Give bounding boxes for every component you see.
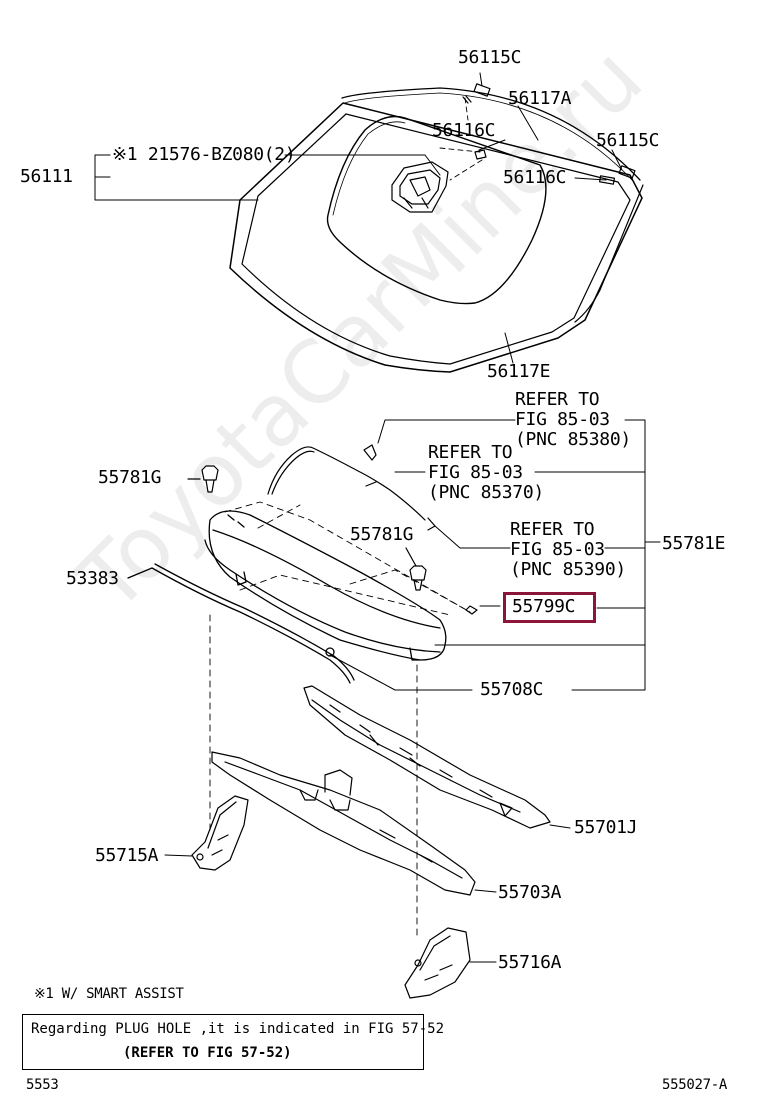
label-21576-bz080[interactable]: ※1 21576-BZ080(2) xyxy=(112,144,296,165)
glass-clips xyxy=(462,83,636,185)
clip-left xyxy=(187,465,219,493)
cowl-seal xyxy=(127,563,355,684)
cowl-panel-lower xyxy=(211,751,476,896)
ref2-line3: (PNC 85370) xyxy=(428,482,544,503)
label-56115c-right[interactable]: 56115C xyxy=(596,130,660,151)
clip-mid xyxy=(405,547,427,591)
cowl-panel-upper xyxy=(303,685,551,829)
label-56117e[interactable]: 56117E xyxy=(487,361,551,382)
note-line1: Regarding PLUG HOLE ,it is indicated in … xyxy=(31,1021,445,1037)
ref3-line1: REFER TO xyxy=(510,519,595,540)
page-number-left: 5553 xyxy=(26,1077,59,1093)
windshield-glass xyxy=(229,102,643,373)
label-55703a[interactable]: 55703A xyxy=(498,882,562,903)
ref3-line3: (PNC 85390) xyxy=(510,559,626,580)
ref2-line2[interactable]: FIG 85-03 xyxy=(428,462,523,483)
page-number-right: 555027-A xyxy=(662,1077,728,1093)
label-55715a[interactable]: 55715A xyxy=(95,845,159,866)
label-56115c-top[interactable]: 56115C xyxy=(458,47,522,68)
ref2-line1: REFER TO xyxy=(428,442,513,463)
label-56117a[interactable]: 56117A xyxy=(508,88,572,109)
bracket-right xyxy=(404,927,471,999)
windshield-upper-molding xyxy=(341,87,644,323)
sensor-bracket xyxy=(391,161,449,213)
label-55781e[interactable]: 55781E xyxy=(662,533,726,554)
ref1-line3: (PNC 85380) xyxy=(515,429,631,450)
label-55799c[interactable]: 55799C xyxy=(512,596,576,617)
footnote: ※1 W/ SMART ASSIST xyxy=(34,986,184,1002)
ref1-line2[interactable]: FIG 85-03 xyxy=(515,409,610,430)
label-56116c-right[interactable]: 56116C xyxy=(503,167,567,188)
label-56116c-top[interactable]: 56116C xyxy=(432,120,496,141)
clip-55799c xyxy=(465,605,478,615)
washer-hoses xyxy=(267,444,436,531)
label-55781g-left[interactable]: 55781G xyxy=(98,467,162,488)
ref1-line1: REFER TO xyxy=(515,389,600,410)
label-55701j[interactable]: 55701J xyxy=(574,817,638,838)
cowl-louver xyxy=(204,510,447,661)
bracket-left xyxy=(191,795,249,871)
label-55716a[interactable]: 55716A xyxy=(498,952,562,973)
label-53383[interactable]: 53383 xyxy=(66,568,119,589)
label-56111[interactable]: 56111 xyxy=(20,166,73,187)
plug-hole-note: Regarding PLUG HOLE ,it is indicated in … xyxy=(22,1014,444,1070)
ref3-line2[interactable]: FIG 85-03 xyxy=(510,539,605,560)
note-line2[interactable]: (REFER TO FIG 57-52) xyxy=(123,1045,292,1061)
highlight-box xyxy=(503,592,596,623)
label-55781g-mid[interactable]: 55781G xyxy=(350,524,414,545)
label-55708c[interactable]: 55708C xyxy=(480,679,544,700)
